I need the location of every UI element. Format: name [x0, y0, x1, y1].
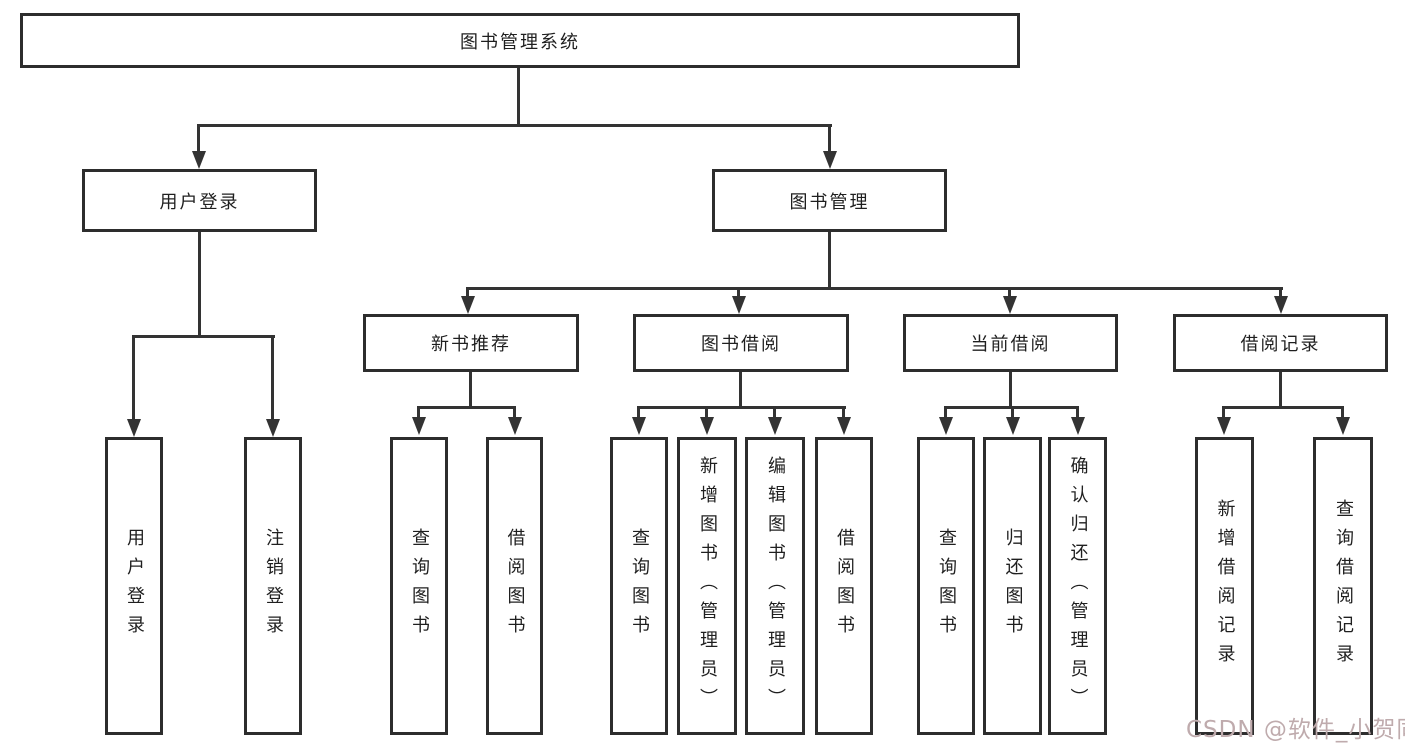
- node-library-management-system: 图书管理系统: [20, 13, 1020, 68]
- leaf-label: 确认归还（管理员）: [1067, 455, 1089, 717]
- connector-line: [198, 232, 201, 337]
- leaf-label: 查询图书: [409, 528, 430, 644]
- connector-arrow: [1070, 406, 1085, 435]
- leaf-label: 查询借阅记录: [1333, 499, 1354, 673]
- node-book-borrowing: 图书借阅: [633, 314, 849, 372]
- connector-line: [1279, 372, 1282, 408]
- node-label: 借阅记录: [1240, 334, 1321, 355]
- leaf-current-query-books: 查询图书: [917, 437, 975, 735]
- leaf-logout: 注销登录: [244, 437, 302, 735]
- connector-arrow: [191, 124, 206, 169]
- leaf-user-login: 用户登录: [105, 437, 163, 735]
- connector-arrow: [631, 406, 646, 435]
- node-borrowing-records: 借阅记录: [1173, 314, 1388, 372]
- leaf-label: 编辑图书（管理员）: [765, 455, 786, 717]
- leaf-label: 归还图书: [1002, 528, 1024, 644]
- connector-line: [1223, 406, 1344, 409]
- leaf-current-return-books: 归还图书: [983, 437, 1042, 735]
- leaf-current-confirm-return-admin: 确认归还（管理员）: [1048, 437, 1107, 735]
- leaf-recommend-query-books: 查询图书: [390, 437, 448, 735]
- connector-line: [1009, 372, 1012, 408]
- connector-line: [517, 68, 520, 126]
- connector-line: [469, 372, 472, 408]
- leaf-label: 查询图书: [629, 528, 650, 644]
- connector-line: [739, 372, 742, 408]
- connector-arrow: [460, 287, 475, 314]
- connector-arrow: [1273, 287, 1288, 314]
- leaf-label: 查询图书: [936, 528, 957, 644]
- node-label: 图书借阅: [701, 334, 781, 355]
- connector-arrow: [411, 406, 426, 435]
- node-current-borrowing: 当前借阅: [903, 314, 1118, 372]
- node-label: 当前借阅: [970, 334, 1051, 355]
- connector-arrow: [836, 406, 851, 435]
- connector-line: [418, 406, 516, 409]
- node-label: 图书管理: [789, 191, 870, 213]
- leaf-records-add-record: 新增借阅记录: [1195, 437, 1254, 735]
- connector-line: [828, 232, 831, 289]
- node-user-login: 用户登录: [82, 169, 317, 232]
- connector-line: [198, 124, 832, 127]
- leaf-records-query-record: 查询借阅记录: [1313, 437, 1373, 735]
- connector-arrow: [938, 406, 953, 435]
- node-label: 新书推荐: [431, 334, 511, 355]
- leaf-label: 新增图书（管理员）: [697, 455, 718, 717]
- connector-arrow: [265, 335, 280, 437]
- connector-arrow: [1216, 406, 1231, 435]
- node-new-book-recommend: 新书推荐: [363, 314, 579, 372]
- connector-arrow: [699, 406, 714, 435]
- node-label: 用户登录: [159, 191, 240, 213]
- connector-line: [467, 287, 1283, 290]
- connector-line: [638, 406, 846, 409]
- csdn-watermark: CSDN @软件_小贺同学: [1186, 717, 1405, 743]
- leaf-label: 借阅图书: [834, 528, 855, 644]
- leaf-borrowing-edit-books-admin: 编辑图书（管理员）: [745, 437, 805, 735]
- connector-arrow: [126, 335, 141, 437]
- node-book-management: 图书管理: [712, 169, 947, 232]
- connector-line: [133, 335, 275, 338]
- connector-arrow: [1335, 406, 1350, 435]
- connector-arrow: [767, 406, 782, 435]
- leaf-label: 新增借阅记录: [1214, 499, 1236, 673]
- node-label: 图书管理系统: [460, 31, 580, 53]
- leaf-borrowing-query-books: 查询图书: [610, 437, 668, 735]
- leaf-label: 用户登录: [124, 528, 145, 644]
- leaf-recommend-borrow-books: 借阅图书: [486, 437, 543, 735]
- connector-arrow: [822, 124, 837, 169]
- connector-arrow: [1002, 287, 1017, 314]
- leaf-label: 借阅图书: [504, 528, 526, 644]
- connector-arrow: [507, 406, 522, 435]
- leaf-borrowing-borrow-books: 借阅图书: [815, 437, 873, 735]
- connector-arrow: [1005, 406, 1020, 435]
- leaf-label: 注销登录: [263, 528, 284, 644]
- connector-arrow: [731, 287, 746, 314]
- leaf-borrowing-add-books-admin: 新增图书（管理员）: [677, 437, 737, 735]
